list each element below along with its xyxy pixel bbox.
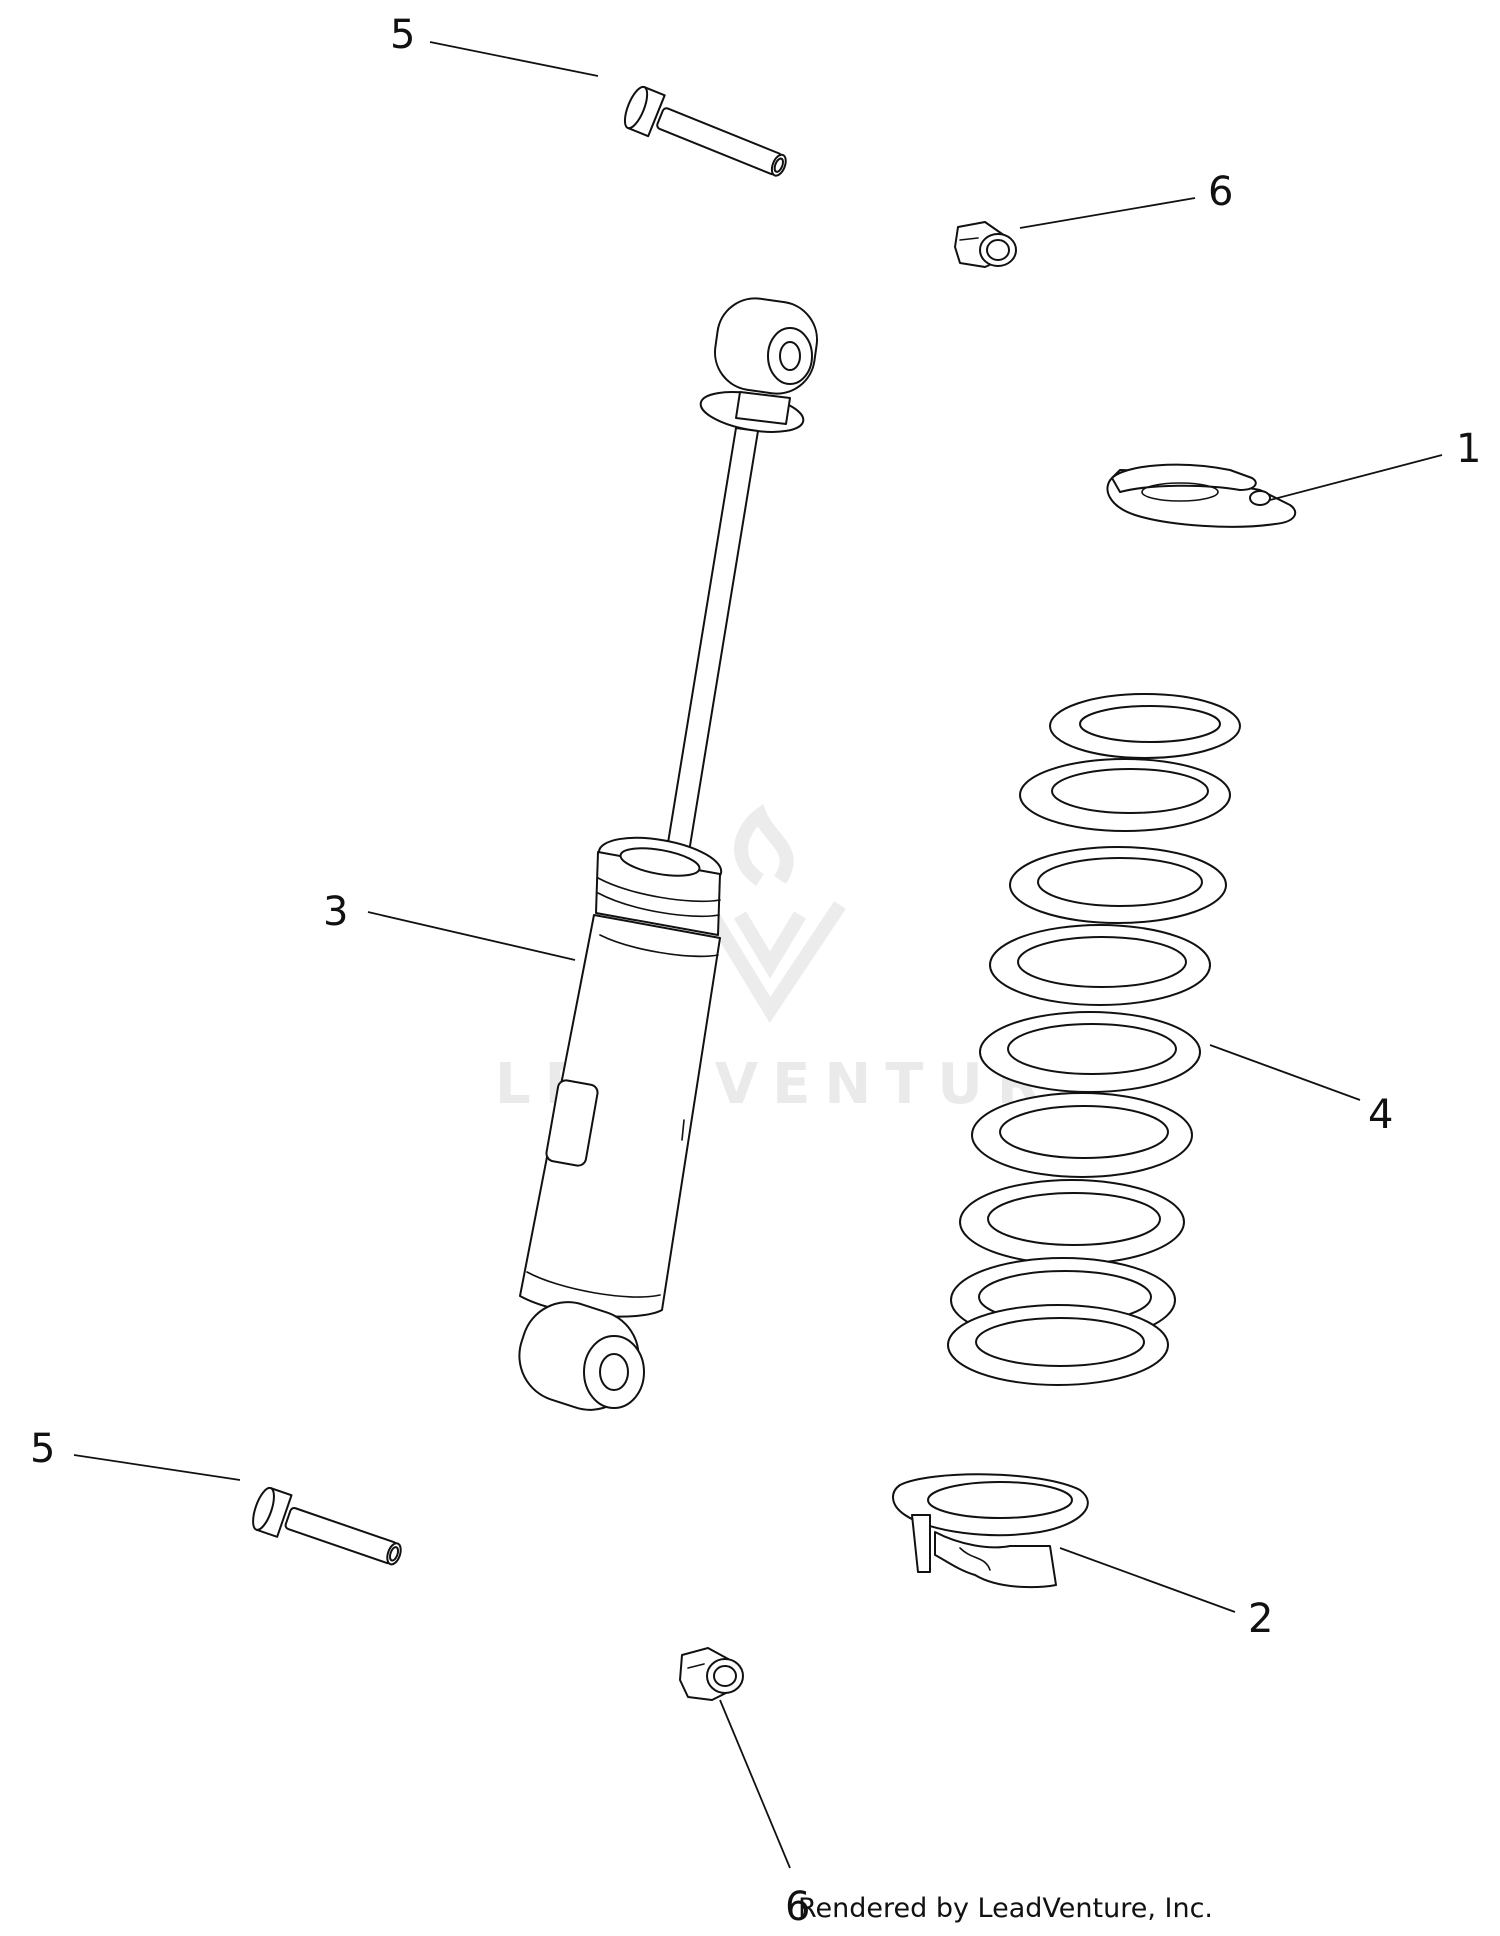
callout-5-top: 5 [390,12,415,58]
callout-labels: 5 6 1 3 4 5 2 6 [30,12,1481,1930]
callout-1: 1 [1456,426,1481,472]
coil-spring-part[interactable] [947,693,1241,1386]
nut-bottom-part[interactable] [679,1647,744,1701]
callout-6-bottom: 6 [785,1884,810,1930]
callout-3: 3 [323,889,348,935]
spring-seat-part[interactable] [892,1473,1089,1589]
leader-6-top [1019,197,1196,229]
leader-6-bottom [719,1699,791,1869]
callout-2: 2 [1248,1596,1273,1642]
credit-text: Rendered by LeadVenture, Inc. [798,1893,1214,1924]
callout-4: 4 [1368,1092,1393,1138]
callout-6-top: 6 [1208,169,1233,215]
leader-3 [367,911,576,961]
leader-5-top [429,41,599,77]
spring-retainer-part[interactable] [1106,463,1297,528]
leader-1 [1269,454,1443,501]
leader-5-bottom [73,1454,241,1481]
leader-lines [73,41,1443,1869]
nut-top-part[interactable] [954,221,1017,268]
callout-5-bottom: 5 [30,1426,55,1472]
bolt-top-part[interactable] [620,84,792,188]
leader-2 [1059,1547,1236,1613]
leader-4 [1209,1044,1361,1101]
bolt-bottom-part[interactable] [249,1485,407,1576]
shock-absorber-part[interactable] [507,293,821,1421]
